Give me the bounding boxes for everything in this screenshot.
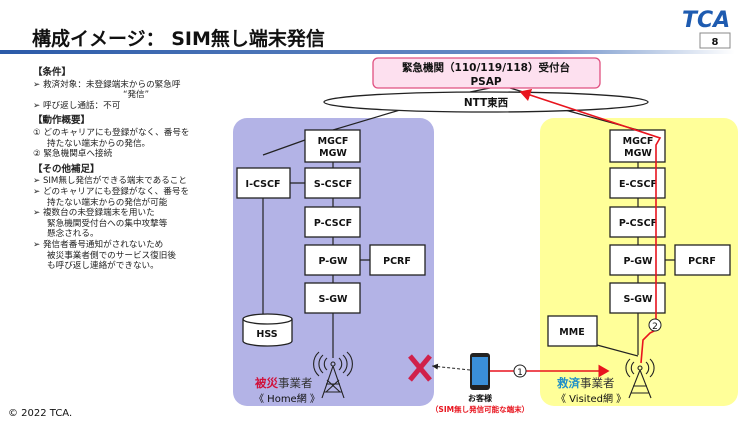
- header-rule: [0, 50, 735, 54]
- smartphone-icon: [470, 353, 490, 390]
- home-pcscf-node: P-CSCF: [304, 206, 361, 238]
- bullet: ➢ 複数台の未登録端末を用いた: [33, 208, 155, 219]
- notes-heading: 【その他補足】: [33, 163, 100, 175]
- page-number: 8: [712, 37, 719, 48]
- home-icscf-node: I-CSCF: [236, 167, 291, 199]
- svg-text:I-CSCF: I-CSCF: [246, 179, 281, 190]
- svg-text:E-CSCF: E-CSCF: [619, 179, 657, 190]
- tca-logo: TCA: [682, 8, 730, 33]
- failed-connection-arrow: [431, 363, 471, 371]
- page-number-box: [699, 32, 731, 49]
- bullet: ➢ 救済対象：未登録端末からの緊急呼: [33, 79, 181, 90]
- svg-text:P-CSCF: P-CSCF: [314, 218, 352, 229]
- bullet-cont: 懸念される。: [47, 229, 99, 240]
- bullet-cont: 持たない端末からの発信が可能: [47, 197, 168, 208]
- bullet: ➢ 発信者番号通知がされないため: [33, 239, 164, 250]
- svg-text:MME: MME: [559, 327, 584, 338]
- bullet-cont: 緊急機関受付台への集中攻撃等: [47, 218, 168, 229]
- bullet: ➢ どのキャリアにも登録がなく、番号を: [33, 186, 190, 197]
- customer-label: お客様: [468, 393, 493, 403]
- svg-text:S-CSCF: S-CSCF: [314, 179, 352, 190]
- visited-operator-label: 救済事業者: [557, 376, 615, 390]
- bullet-cont: 被災事業者側でのサービス復旧後: [47, 250, 176, 261]
- svg-text:S-GW: S-GW: [623, 294, 653, 305]
- svg-text:MGW: MGW: [319, 148, 347, 159]
- bullet-cont: “発信”: [123, 90, 150, 101]
- svg-text:HSS: HSS: [256, 329, 277, 340]
- operation-item: ② 緊急機関卓へ接続: [33, 149, 113, 160]
- home-pgw-node: P-GW: [304, 244, 361, 276]
- home-antenna-icon: [313, 351, 353, 399]
- psap-title: 緊急機関（110/119/118）受付台: [402, 61, 570, 74]
- bullet-cont: も呼び返し連絡ができない。: [47, 261, 159, 272]
- psap-label: PSAP: [470, 76, 501, 88]
- operation-heading: 【動作概要】: [33, 115, 91, 127]
- svg-text:S-GW: S-GW: [318, 294, 348, 305]
- svg-text:P-GW: P-GW: [623, 256, 653, 267]
- visited-network-label: 《 Visited網 》: [556, 392, 626, 405]
- step-2-label: 2: [652, 322, 658, 332]
- visited-mme-node: MME: [547, 315, 598, 347]
- copyright: © 2022 TCA.: [8, 408, 72, 419]
- home-scscf-node: S-CSCF: [304, 167, 361, 199]
- page-title: 構成イメージ： SIM無し端末発信: [32, 27, 325, 50]
- operation-item: ① どのキャリアにも登録がなく、番号を: [33, 127, 190, 138]
- svg-text:P-CSCF: P-CSCF: [619, 218, 657, 229]
- cross-icon: [408, 354, 432, 382]
- bullet: ➢ 呼び返し通話：不可: [33, 100, 121, 111]
- step-2-badge: [648, 318, 662, 332]
- conditions-heading: 【条件】: [33, 67, 72, 78]
- svg-text:PCRF: PCRF: [688, 256, 716, 267]
- bullet: ➢ SIM無し発信ができる端末であること: [33, 176, 187, 187]
- customer-note: （SIM無し発信可能な端末）: [431, 404, 529, 414]
- home-operator-label: 被災事業者: [255, 376, 313, 390]
- svg-text:P-GW: P-GW: [318, 256, 348, 267]
- psap-box: [372, 57, 601, 89]
- svg-text:MGCF: MGCF: [623, 136, 654, 147]
- hss-database-icon: HSS: [242, 313, 293, 347]
- step-1-label: 1: [517, 368, 523, 378]
- step-1-badge: [513, 364, 527, 378]
- svg-text:MGW: MGW: [624, 148, 652, 159]
- home-pcrf-node: PCRF: [369, 244, 426, 276]
- home-sgw-node: S-GW: [304, 282, 361, 314]
- operation-item-cont: 持たない端末からの発信。: [47, 138, 151, 149]
- svg-text:MGCF: MGCF: [318, 136, 349, 147]
- svg-text:PCRF: PCRF: [383, 256, 411, 267]
- visited-pcrf-node: PCRF: [674, 244, 731, 276]
- visited-antenna-icon: [625, 358, 655, 399]
- home-network-label: 《 Home網 》: [254, 392, 320, 405]
- conditions-panel: 【条件】 ➢ 救済対象：未登録端末からの緊急呼 “発信” ➢ 呼び返し通話：不可…: [33, 63, 233, 272]
- ntt-label: NTT東西: [464, 96, 509, 109]
